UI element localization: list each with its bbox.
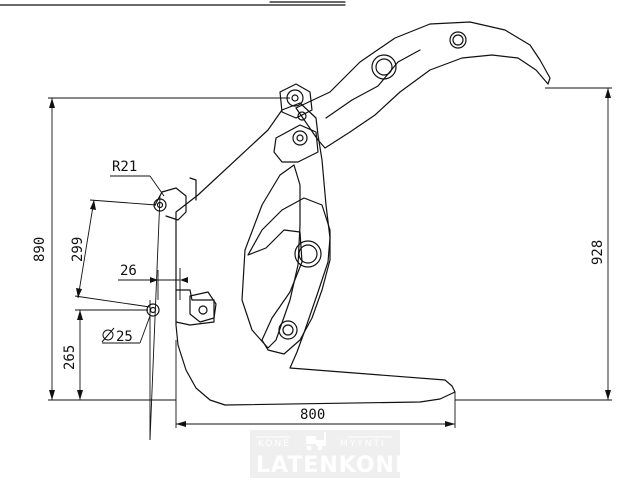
label-r21: R21 (112, 159, 137, 175)
link-plate-upper (279, 83, 313, 119)
label-890: 890 (32, 237, 48, 262)
pin-top-inner (291, 94, 299, 102)
mount-tab (189, 291, 217, 323)
diameter-symbol-icon (102, 329, 114, 341)
hole-lower-inner (282, 324, 294, 336)
hole-bracket (198, 305, 208, 315)
pin-link-inner (296, 134, 304, 142)
arrow-928-top (605, 88, 611, 98)
arrow-890-top (49, 98, 55, 108)
arrow-26-right (180, 277, 188, 283)
hole-tine-inner (298, 244, 318, 264)
arrow-299-bottom (76, 288, 82, 298)
dim-299-line (77, 199, 95, 299)
upper-arm (295, 21, 551, 149)
grapple-body (175, 102, 456, 406)
label-d25-group: 25 (101, 327, 133, 345)
label-299: 299 (70, 237, 86, 262)
label-26: 26 (120, 263, 137, 279)
watermark-latenkone: LATENKONE (256, 453, 411, 478)
arrow-265-top (77, 310, 83, 320)
arrow-890-bottom (49, 390, 55, 400)
hook-latch (189, 177, 197, 201)
label-800: 800 (300, 407, 325, 423)
forklift-icon (306, 432, 326, 451)
label-928: 928 (590, 240, 606, 265)
diameter-symbol-slash (101, 327, 115, 343)
hole-arm-large (371, 54, 397, 80)
hole-arm-small (449, 31, 467, 49)
arrow-800-right (445, 421, 455, 427)
dim-299-ext-top (89, 199, 157, 206)
watermark-logo: KONE MYYNTI LATENKONE Nettikone.com (250, 430, 618, 478)
grapple-inner-opening (241, 164, 301, 349)
lower-pin-inner (149, 306, 157, 314)
link-plate (273, 124, 319, 163)
lower-tine (247, 197, 331, 355)
hole-lower (278, 320, 298, 340)
watermark-nettikone: Nettikone.com (548, 450, 618, 462)
arrow-800-left (176, 421, 186, 427)
arrow-265-bottom (77, 390, 83, 400)
hole-arm-small-inner (452, 34, 464, 46)
watermark-kone: KONE (258, 439, 291, 449)
label-d25: 25 (116, 329, 133, 345)
watermark-myynti: MYYNTI (340, 439, 386, 449)
ref-line-hook (149, 195, 161, 441)
upper-arm-inner (325, 49, 421, 119)
upper-hook (154, 187, 187, 221)
pin-link (292, 130, 308, 146)
label-265: 265 (62, 345, 78, 370)
arrow-299-top (90, 200, 96, 210)
hole-tine (294, 240, 322, 268)
pin-mid (297, 111, 307, 121)
dim-299-ext-bottom (74, 295, 151, 308)
lower-pin (146, 303, 160, 317)
d25-leader-diag (139, 315, 151, 344)
r21-leader-diag (149, 175, 165, 197)
hole-arm-large-inner (375, 58, 393, 76)
arrow-26-left (150, 277, 158, 283)
arrow-928-bottom (605, 390, 611, 400)
